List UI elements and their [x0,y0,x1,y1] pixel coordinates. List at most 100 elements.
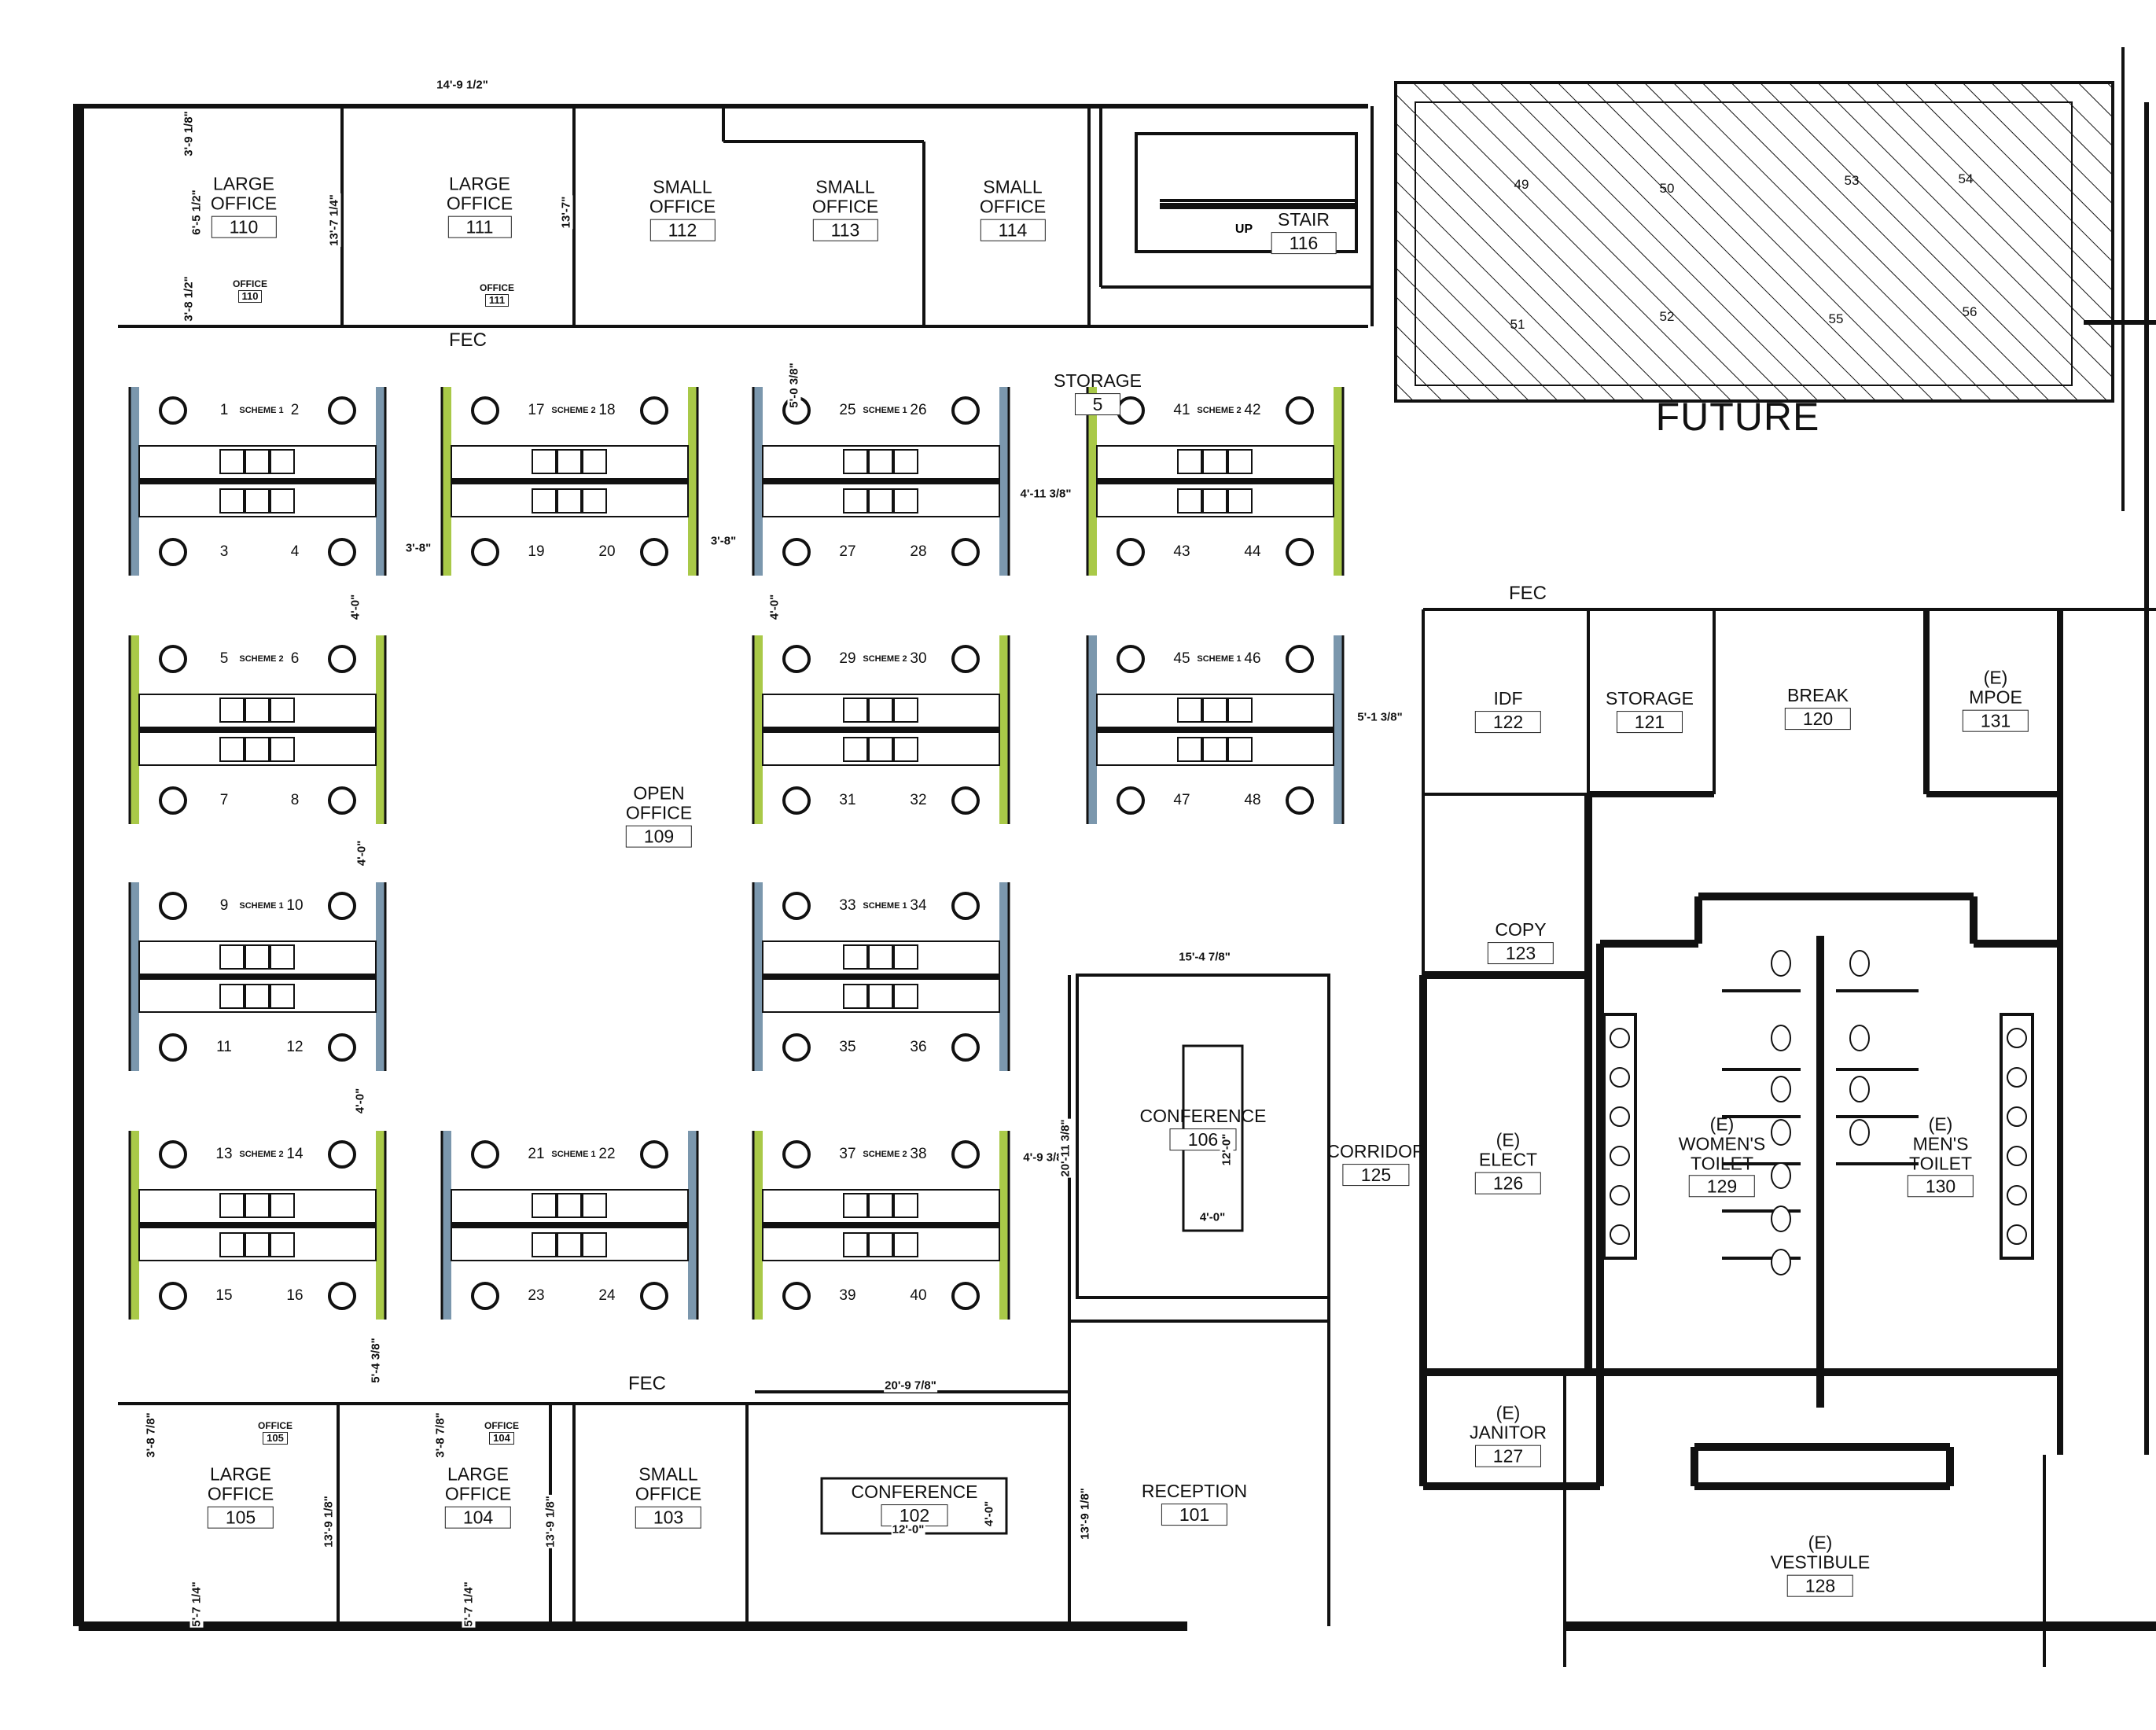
seat-number: 4 [290,543,300,560]
interior-walls [118,106,2156,1626]
chair [159,538,187,566]
future-area [1394,81,2114,403]
seat-number: 8 [290,792,300,808]
room-name: SMALL [815,176,875,197]
chair [951,538,980,566]
seat-number: 25 [839,402,856,418]
room-number: 109 [625,825,693,848]
storage-unit [843,1193,868,1218]
room-name: (E) [1983,667,2008,688]
dimension-label: 13'-9 1/8" [543,1495,557,1548]
seat-number: 11 [216,1039,232,1055]
desk-surface [138,1189,377,1261]
seat-number: 18 [598,402,616,418]
storage-unit [245,449,270,474]
seat-number: 20 [598,543,616,560]
storage-unit [270,449,295,474]
panel-right [1334,387,1343,576]
room-name: LARGE [210,1463,271,1485]
panel-left [130,882,139,1071]
storage-unit [893,449,918,474]
panel-left [753,635,763,824]
panel-right [376,635,385,824]
panel-left [130,1131,139,1320]
seat-number: 35 [839,1039,856,1055]
chair [328,786,356,815]
seat-number: 39 [839,1287,856,1304]
fec-label: FEC [449,329,487,351]
seat-number: 22 [598,1146,616,1162]
desk-surface [762,1189,1000,1261]
chair [782,1033,811,1062]
panel-left [753,882,763,1071]
desk-surface [762,445,1000,517]
seat-number: 13 [215,1146,233,1162]
workstation-cluster [1086,387,1345,576]
desk-surface [451,1189,689,1261]
storage-unit [843,1232,868,1257]
panel-right [376,882,385,1071]
seat-number: 6 [290,650,300,667]
room-name: (E) [1496,1129,1521,1150]
office-tag-name: OFFICE [480,282,514,294]
chair [1117,645,1145,673]
room-name: CONFERENCE [851,1482,978,1503]
chair [159,1140,187,1169]
room-name: WOMEN'S [1678,1133,1766,1154]
panel-left [1087,387,1097,576]
room-name: OFFICE [649,196,716,217]
panel-right [999,882,1009,1071]
dimension-label: 5'-0 3/8" [787,362,801,409]
panel-right [999,387,1009,576]
room-name: OFFICE [444,1483,512,1504]
chair [640,538,668,566]
chair [951,645,980,673]
workstation-cluster [752,635,1010,824]
storage-unit [582,488,607,513]
room-name: CORRIDOR [1326,1141,1426,1162]
panel-right [999,1131,1009,1320]
office-tag-number: 104 [489,1431,514,1445]
panel-right [376,1131,385,1320]
seat-number: 26 [910,402,927,418]
seat-number: 32 [910,792,927,808]
chair [782,892,811,920]
storage-unit [843,737,868,762]
desk-surface [1096,694,1334,766]
storage-unit [1202,737,1227,762]
chair [159,1033,187,1062]
seat-number: 15 [215,1287,233,1304]
fec-label: FEC [628,1373,666,1394]
chair [782,538,811,566]
panel-right [688,1131,697,1320]
dimension-label: 3'-8 7/8" [433,1412,447,1459]
storage-unit [1227,737,1253,762]
storage-unit [893,698,918,723]
panel-right [376,387,385,576]
chair [782,645,811,673]
chair [1117,786,1145,815]
desk-surface [138,940,377,1013]
room-number: 111 [447,215,512,238]
storage-unit [532,449,557,474]
room-name: (E) [1808,1532,1833,1553]
chair [328,1140,356,1169]
chair [328,396,356,425]
storage-unit [270,698,295,723]
room-name: TOILET [1908,1152,1973,1173]
seat-number: 24 [598,1287,616,1304]
storage-unit [843,449,868,474]
room-number: 113 [812,219,878,241]
panel-right [999,635,1009,824]
workstation-cluster [440,1131,699,1320]
toilets [1610,950,2027,1275]
